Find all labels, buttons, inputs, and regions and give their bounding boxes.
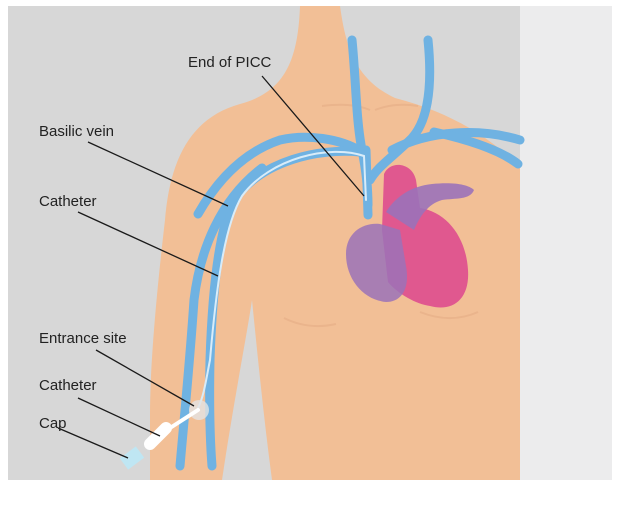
label-cap: Cap <box>39 415 67 432</box>
label-entrance-site: Entrance site <box>39 330 127 347</box>
label-catheter-upper: Catheter <box>39 193 97 210</box>
label-end-of-picc: End of PICC <box>188 54 272 71</box>
label-catheter-lower: Catheter <box>39 377 97 394</box>
superior-vena-cava <box>366 150 368 215</box>
label-basilic-vein: Basilic vein <box>39 123 114 140</box>
side-panel <box>520 6 612 480</box>
